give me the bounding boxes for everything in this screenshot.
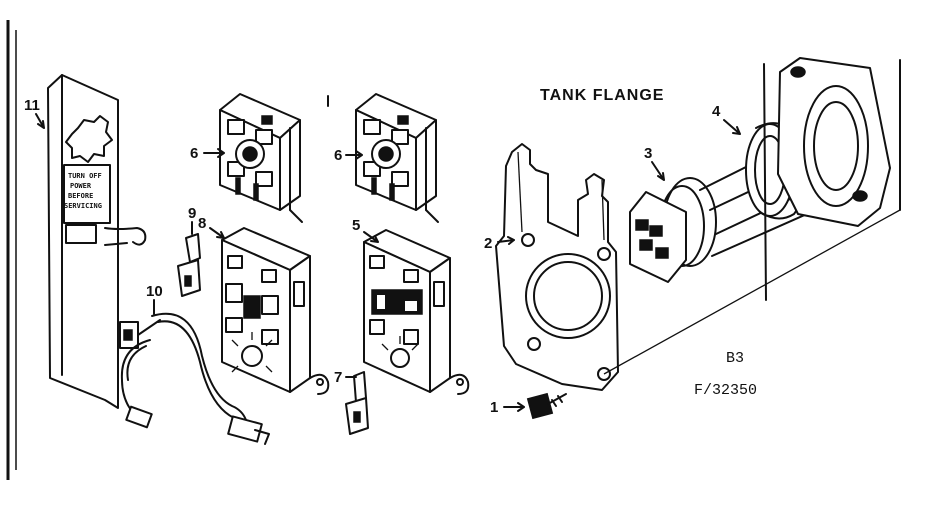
- arrow-3: [651, 161, 665, 181]
- label-3: 3: [644, 145, 652, 162]
- label-7: 7: [334, 369, 342, 386]
- label-2: 2: [484, 235, 492, 252]
- cover-text-line-2: POWER: [70, 182, 92, 190]
- cover-text-line-3: BEFORE: [68, 192, 93, 200]
- part-6-upper-thermostat-left: [219, 93, 303, 223]
- arrow-4: [723, 119, 741, 135]
- diagram-code: B3: [726, 350, 744, 367]
- tank-flange: [763, 57, 901, 301]
- label-5: 5: [352, 217, 360, 234]
- label-9: 9: [188, 205, 196, 222]
- label-8: 8: [198, 215, 206, 232]
- left-border: [6, 20, 17, 480]
- arrow-8: [209, 227, 225, 239]
- part-2-bracket-gasket: [495, 143, 619, 391]
- part-11-access-cover: TURN OFF POWER BEFORE SERVICING: [47, 74, 147, 409]
- part-1-screw: [526, 392, 567, 420]
- leader-line: [603, 209, 901, 375]
- label-4: 4: [712, 103, 721, 120]
- title: TANK FLANGE: [540, 87, 664, 104]
- arrow-11: [35, 113, 45, 129]
- label-6-left: 6: [190, 145, 198, 162]
- arrow-6-left: [203, 148, 225, 158]
- cover-text-line-1: TURN OFF: [68, 172, 102, 180]
- part-7-clip: [345, 371, 369, 435]
- arrow-1: [503, 402, 525, 412]
- label-11: 11: [24, 97, 40, 114]
- label-1: 1: [490, 399, 498, 416]
- part-8-lower-thermostat: [221, 227, 330, 395]
- part-10-wire-harness: [119, 312, 270, 445]
- label-10: 10: [146, 283, 163, 300]
- part-6-upper-thermostat-right: [355, 93, 439, 223]
- label-6-right: 6: [334, 147, 342, 164]
- arrow-5: [363, 231, 379, 243]
- cover-text-line-4: SERVICING: [64, 202, 102, 210]
- part-5-lower-thermostat: [363, 229, 470, 395]
- arrow-6-right: [345, 150, 363, 160]
- figure-id: F/32350: [694, 382, 757, 399]
- arrow-2: [497, 236, 515, 245]
- part-9-clip: [177, 233, 201, 297]
